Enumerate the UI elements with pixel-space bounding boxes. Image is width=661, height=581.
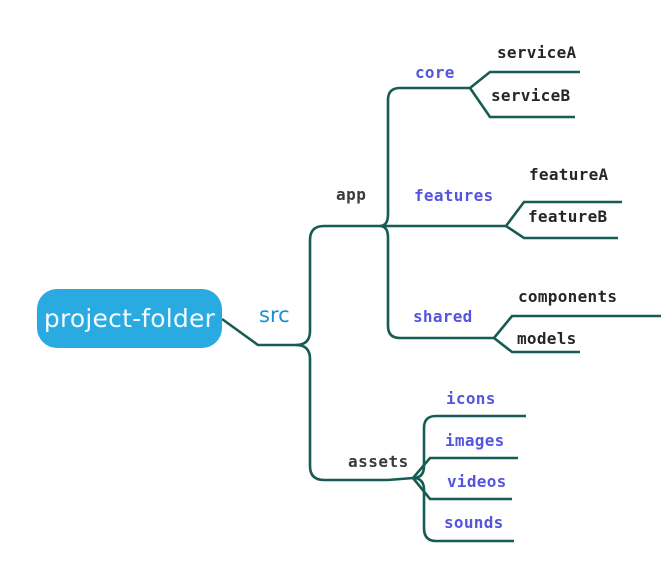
node-root[interactable]: project-folder [37, 289, 222, 348]
node-components[interactable]: components [518, 287, 618, 306]
edge-assets-to-images [412, 456, 518, 479]
node-app[interactable]: app [336, 185, 367, 204]
edge-src-spine-down [295, 343, 388, 482]
edge-features-fork-2 [505, 224, 618, 240]
node-featureB[interactable]: featureB [528, 207, 608, 226]
node-src[interactable]: src [259, 303, 290, 327]
node-serviceA[interactable]: serviceA [497, 43, 577, 62]
edge-assets-to-videos [411, 477, 512, 501]
node-assets[interactable]: assets [348, 452, 409, 471]
edge-core-fork [469, 70, 580, 90]
edge-features-fork [504, 200, 622, 227]
edge-root-to-src [221, 317, 296, 347]
edge-app-to-core [379, 86, 470, 228]
edge-core-fork-2 [468, 87, 575, 119]
node-root-label: project-folder [43, 304, 216, 333]
edge-shared-fork-2 [493, 336, 580, 354]
edge-assets-to-icons [412, 414, 526, 480]
node-icons[interactable]: icons [446, 389, 496, 408]
node-images[interactable]: images [445, 431, 505, 450]
edge-assets-stub [387, 476, 414, 482]
node-featureA[interactable]: featureA [529, 165, 609, 184]
node-models[interactable]: models [517, 329, 577, 348]
node-sounds[interactable]: sounds [444, 513, 504, 532]
node-videos[interactable]: videos [447, 472, 507, 491]
edge-src-spine-up [295, 224, 380, 347]
node-features[interactable]: features [414, 186, 494, 205]
node-serviceB[interactable]: serviceB [491, 86, 571, 105]
node-core[interactable]: core [415, 63, 455, 82]
edge-app-to-shared [379, 224, 494, 340]
node-shared[interactable]: shared [413, 307, 473, 326]
edge-shared-fork [492, 314, 661, 339]
edge-assets-to-sounds [412, 476, 514, 543]
